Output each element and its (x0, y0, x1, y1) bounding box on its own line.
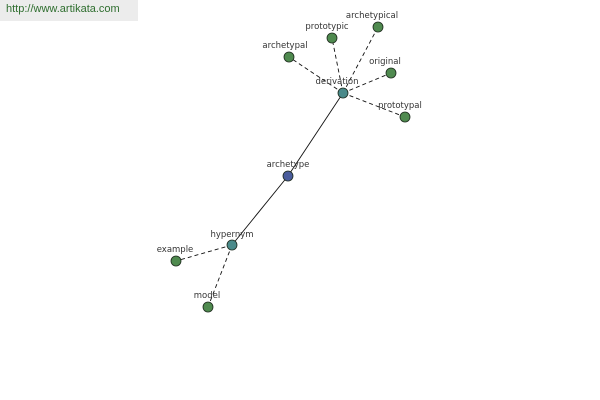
edge-derivation-prototypic (331, 37, 344, 94)
node-circle-derivation[interactable] (337, 87, 349, 99)
edge-derivation-archetypal (288, 56, 344, 94)
url-banner: http://www.artikata.com (0, 0, 138, 21)
node-label-prototypic[interactable]: prototypic (305, 22, 349, 32)
edge-hypernym-example (175, 244, 233, 262)
edges-layer (175, 26, 406, 308)
node-label-derivation[interactable]: derivation (315, 77, 358, 87)
node-label-hypernym[interactable]: hypernym (210, 230, 253, 240)
node-example[interactable]: example (157, 245, 194, 267)
node-label-original[interactable]: original (369, 57, 401, 67)
node-circle-hypernym[interactable] (226, 239, 238, 251)
nodes-layer: archetype derivation hypernym archetypal pro… (157, 11, 422, 313)
node-circle-archetype[interactable] (282, 170, 294, 182)
edge-archetype-hypernym (231, 175, 289, 246)
edge-derivation-archetypical (342, 26, 379, 94)
node-derivation[interactable]: derivation (315, 77, 359, 99)
node-hypernym[interactable]: hypernym (210, 230, 254, 251)
site-link[interactable]: http://www.artikata.com (6, 3, 120, 15)
edge-archetype-derivation (287, 92, 344, 177)
node-circle-prototypal[interactable] (399, 111, 411, 123)
node-label-archetypal[interactable]: archetypal (262, 41, 307, 51)
node-label-archetype[interactable]: archetype (267, 160, 310, 170)
node-archetypical[interactable]: archetypical (346, 11, 398, 33)
node-circle-archetypal[interactable] (283, 51, 295, 63)
node-label-archetypical[interactable]: archetypical (346, 11, 398, 21)
node-label-model[interactable]: model (194, 291, 220, 301)
node-model[interactable]: model (194, 291, 220, 313)
node-label-prototypal[interactable]: prototypal (378, 101, 422, 111)
node-prototypal[interactable]: prototypal (378, 101, 422, 123)
node-label-example[interactable]: example (157, 245, 194, 255)
edge-derivation-original (342, 72, 392, 94)
node-circle-archetypical[interactable] (372, 21, 384, 33)
node-prototypic[interactable]: prototypic (305, 22, 349, 44)
node-circle-example[interactable] (170, 255, 182, 267)
node-archetype[interactable]: archetype (267, 160, 310, 182)
node-circle-prototypic[interactable] (326, 32, 338, 44)
node-original[interactable]: original (369, 57, 401, 79)
node-circle-model[interactable] (202, 301, 214, 313)
node-archetypal[interactable]: archetypal (262, 41, 308, 63)
node-circle-original[interactable] (385, 67, 397, 79)
